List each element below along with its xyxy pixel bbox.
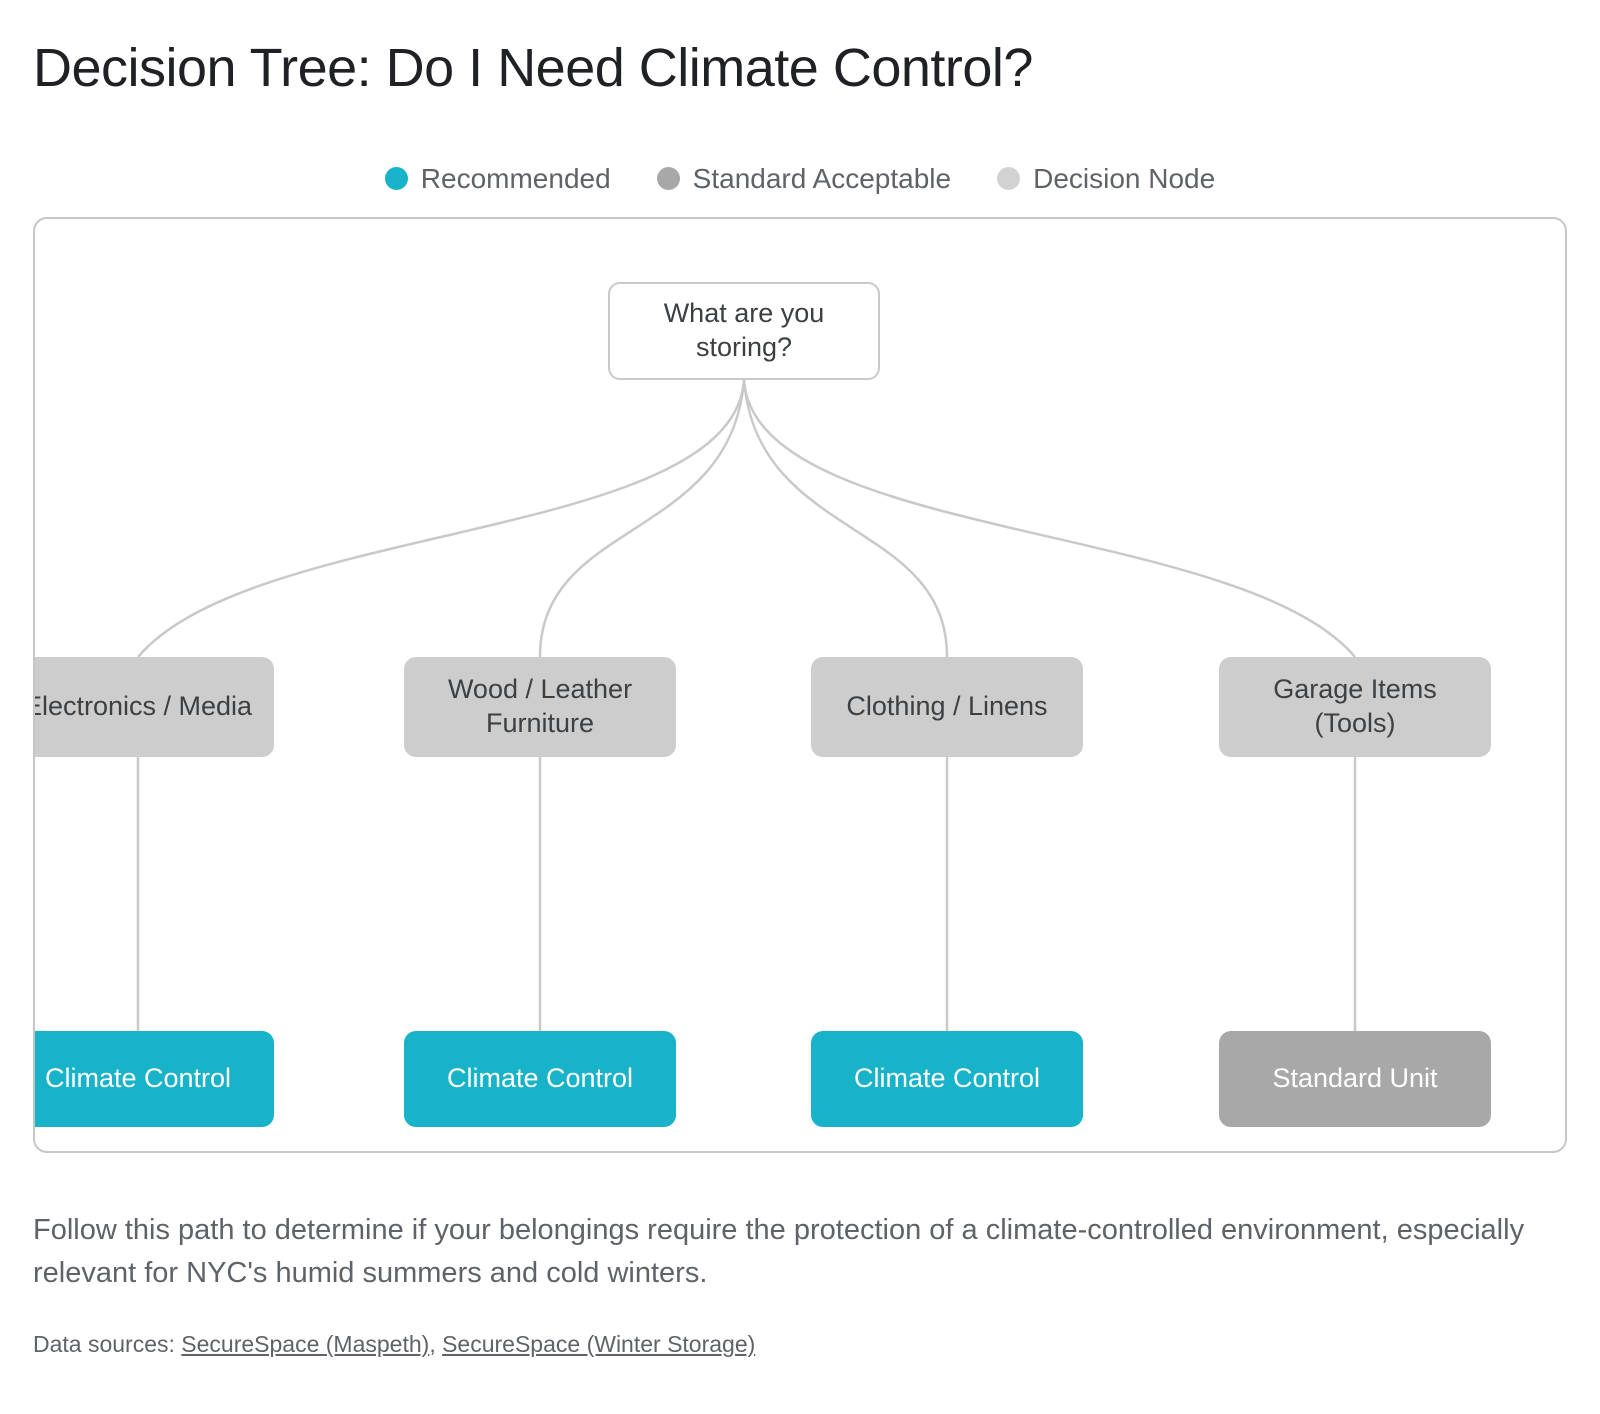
legend-item-standard-acceptable: Standard Acceptable: [656, 162, 952, 195]
category-node-label: Wood / Leather Furniture: [447, 674, 633, 738]
legend: Recommended Standard Acceptable Decision…: [33, 163, 1567, 195]
result-node-label: Climate Control: [446, 1062, 634, 1093]
source-link-winter-storage[interactable]: SecureSpace (Winter Storage): [442, 1330, 756, 1357]
connector-root-to-wood: [538, 379, 746, 657]
result-node-climate-control-3: Climate Control: [811, 1030, 1083, 1127]
root-node: What are you storing?: [608, 281, 880, 380]
legend-label: Recommended: [420, 162, 611, 194]
category-node-label: Electronics / Media: [33, 690, 253, 721]
connector-root-to-garage: [742, 379, 1356, 658]
legend-item-decision-node: Decision Node: [997, 163, 1215, 195]
legend-label: Standard Acceptable: [692, 162, 952, 194]
decision-node-dot-icon: [997, 167, 1021, 191]
recommended-dot-icon: [384, 167, 408, 191]
category-node-label: Clothing / Linens: [846, 690, 1048, 721]
legend-item-recommended: Recommended: [384, 162, 611, 195]
category-node-electronics-media: Electronics / Media: [33, 656, 274, 757]
description-text: Follow this path to determine if your be…: [33, 1213, 1525, 1289]
category-node-clothing-linens: Clothing / Linens: [811, 656, 1083, 757]
connector-root-to-clothing: [742, 379, 949, 657]
result-node-label: Climate Control: [44, 1062, 232, 1093]
result-node-climate-control-1: Climate Control: [35, 1030, 274, 1127]
result-node-climate-control-2: Climate Control: [404, 1030, 676, 1127]
category-node-label: Garage Items (Tools): [1273, 674, 1437, 738]
data-sources-separator: ,: [429, 1330, 443, 1357]
category-node-garage-items-tools: Garage Items (Tools): [1219, 656, 1491, 757]
decision-tree-canvas: What are you storing? Electronics / Medi…: [33, 216, 1567, 1153]
source-link-maspeth[interactable]: SecureSpace (Maspeth): [181, 1330, 430, 1357]
connector-lines: [136, 379, 1357, 1031]
result-node-standard-unit: Standard Unit: [1219, 1030, 1491, 1127]
root-node-label: What are you storing?: [663, 298, 825, 362]
data-sources-prefix: Data sources:: [33, 1330, 182, 1357]
legend-label: Decision Node: [1033, 162, 1216, 194]
data-sources-line: Data sources: SecureSpace (Maspeth), Sec…: [33, 1331, 1567, 1358]
page-title: Decision Tree: Do I Need Climate Control…: [33, 38, 1033, 98]
result-node-label: Standard Unit: [1272, 1062, 1438, 1093]
standard-acceptable-dot-icon: [656, 167, 680, 191]
category-node-wood-leather-furniture: Wood / Leather Furniture: [404, 656, 676, 757]
connector-root-to-electronics: [137, 379, 746, 658]
result-node-label: Climate Control: [853, 1062, 1041, 1093]
